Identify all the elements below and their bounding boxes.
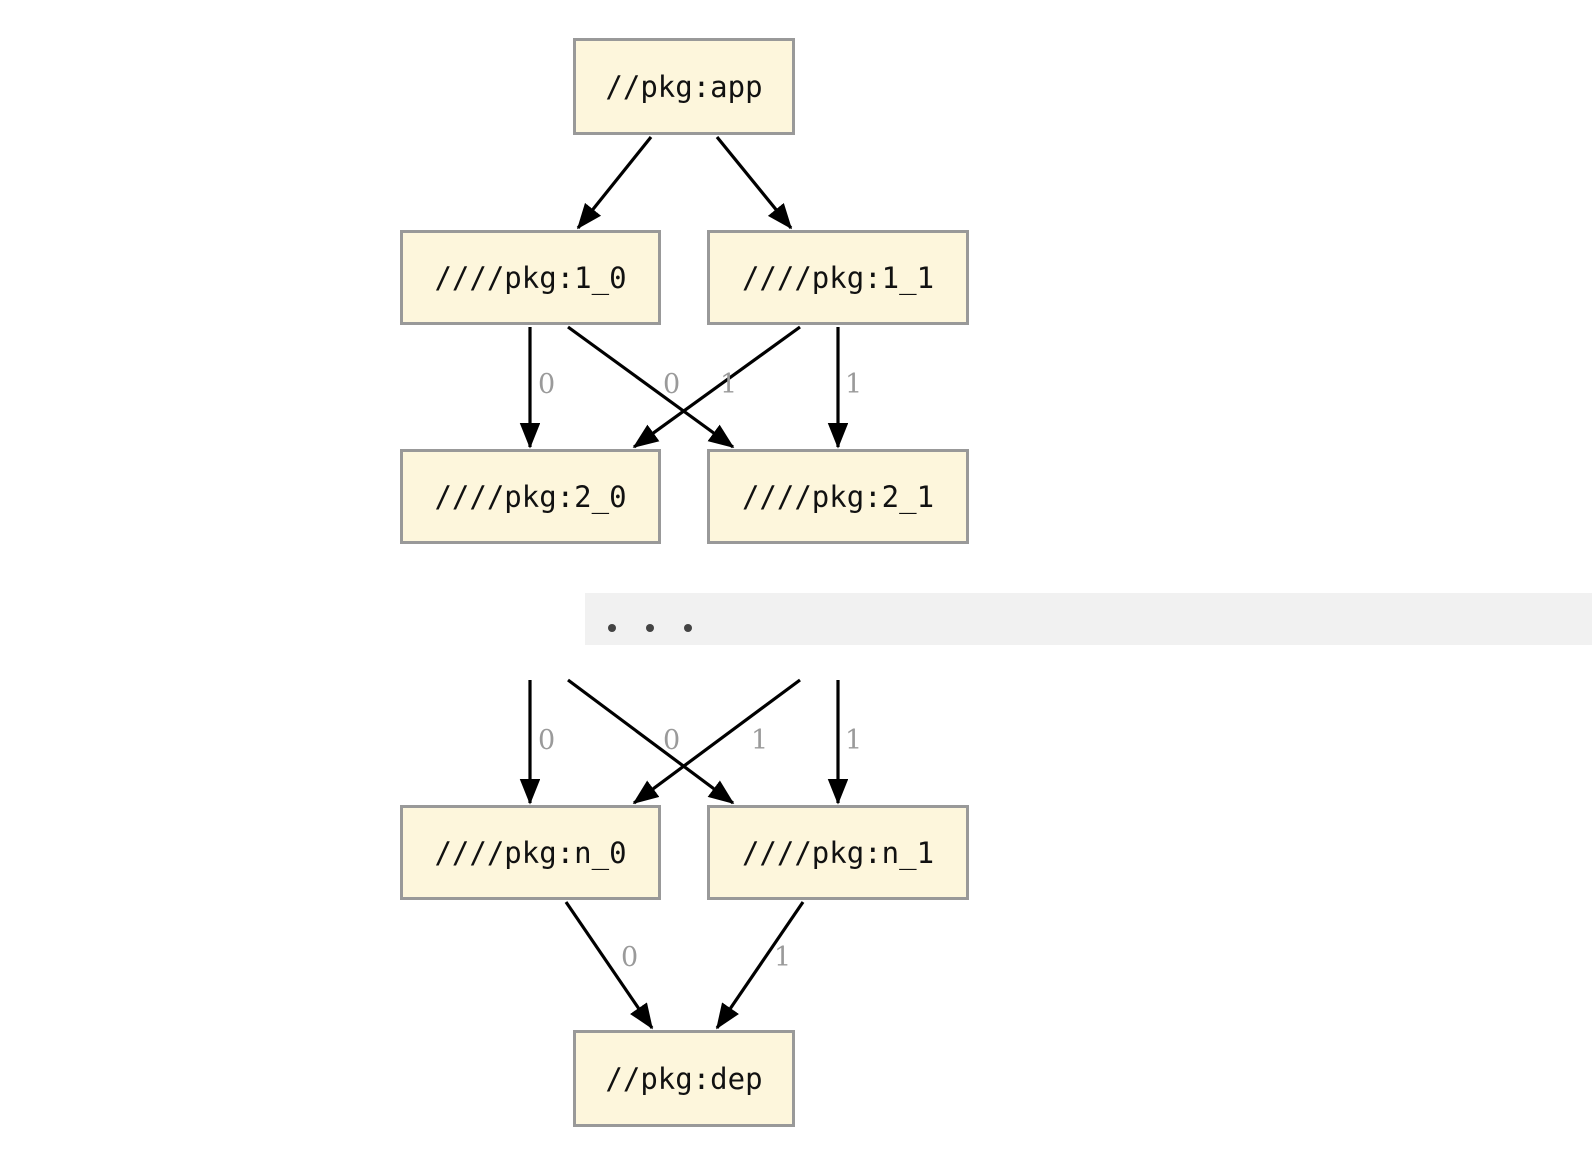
node-app[interactable]: //pkg:app — [573, 38, 795, 135]
node-n1_0[interactable]: ////pkg:1_0 — [400, 230, 661, 325]
node-label: ////pkg:2_1 — [741, 479, 935, 514]
node-nn_1[interactable]: ////pkg:n_1 — [707, 805, 969, 900]
edge-app-to-n1_0 — [576, 135, 653, 230]
edge-label: 1 — [845, 369, 863, 400]
edge-src-to-nn_0 — [632, 678, 801, 805]
node-label: //pkg:dep — [605, 1061, 763, 1096]
edge-nn_1-to-dep — [715, 901, 805, 1030]
edge-n1_0-to-n2_1 — [567, 325, 735, 449]
ellipsis-separator — [585, 593, 1592, 645]
edge-label: 1 — [720, 369, 738, 400]
node-label: //pkg:app — [605, 69, 763, 104]
ellipsis-dot — [646, 624, 654, 632]
edge-label: 0 — [663, 725, 681, 756]
edge-label: 1 — [774, 942, 792, 973]
edge-label: 0 — [538, 725, 556, 756]
ellipsis-dot — [608, 624, 616, 632]
node-label: ////pkg:n_1 — [741, 835, 935, 870]
edge-label: 0 — [621, 942, 639, 973]
node-n1_1[interactable]: ////pkg:1_1 — [707, 230, 969, 325]
edge-label: 0 — [538, 369, 556, 400]
edge-src-to-nn_1 — [567, 678, 735, 805]
node-nn_0[interactable]: ////pkg:n_0 — [400, 805, 661, 900]
node-label: ////pkg:n_0 — [434, 835, 627, 870]
node-n2_1[interactable]: ////pkg:2_1 — [707, 449, 969, 544]
node-n2_0[interactable]: ////pkg:2_0 — [400, 449, 661, 544]
edge-nn_0-to-dep — [564, 901, 654, 1030]
node-dep[interactable]: //pkg:dep — [573, 1030, 795, 1127]
edge-n1_1-to-n2_0 — [632, 325, 801, 449]
edge-label: 1 — [845, 725, 863, 756]
ellipsis-dots — [608, 624, 692, 632]
node-label: ////pkg:1_0 — [434, 260, 627, 295]
node-label: ////pkg:2_0 — [434, 479, 627, 514]
edge-app-to-n1_1 — [715, 135, 793, 230]
node-label: ////pkg:1_1 — [741, 260, 935, 295]
edge-label: 1 — [751, 725, 769, 756]
edge-label: 0 — [663, 369, 681, 400]
ellipsis-dot — [684, 624, 692, 632]
